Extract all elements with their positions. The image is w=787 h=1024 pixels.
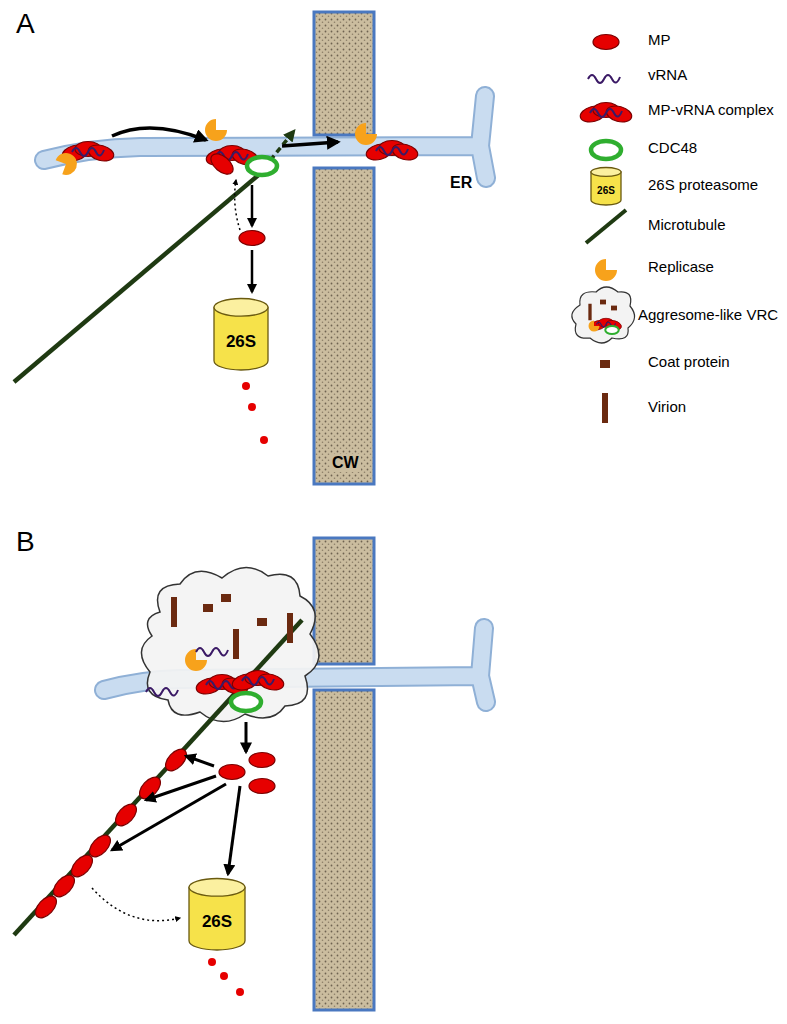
cell-wall <box>314 690 374 1010</box>
degradation-dots <box>208 958 244 996</box>
mp-vrna-complex <box>207 150 237 178</box>
free-mp <box>219 753 275 794</box>
legend-icons <box>591 141 621 159</box>
er-tube <box>44 96 486 178</box>
cell-wall <box>314 168 374 484</box>
flow-arrows <box>112 784 226 850</box>
legend-icons <box>595 259 617 281</box>
mt-bound-mp <box>162 745 191 774</box>
legend-icons <box>605 326 619 334</box>
er-tube <box>44 96 486 178</box>
flow-arrows <box>92 722 246 921</box>
proteasome-label: 26S <box>213 332 269 352</box>
mt-bound-mp <box>86 831 115 860</box>
vrc-contents <box>196 648 228 656</box>
flow-arrows <box>112 128 206 140</box>
legend-icons <box>600 360 610 368</box>
legend-text: Microtubule <box>648 216 726 233</box>
cell-wall <box>314 538 374 664</box>
cell-wall <box>314 538 374 1010</box>
mt-bound-mp <box>32 745 191 921</box>
vrc-contents <box>257 618 267 626</box>
flow-arrows <box>92 888 180 921</box>
mp-vrna-complex <box>355 123 377 145</box>
er-label: ER <box>450 174 472 192</box>
proteasome-cylinder: 26S <box>590 167 622 205</box>
legend-text: 26S proteasome <box>648 176 758 193</box>
legend-icons <box>586 210 626 243</box>
vrc-contents <box>231 671 286 693</box>
flow-arrows <box>251 185 254 226</box>
degradation-dots <box>260 436 268 444</box>
degradation-dots <box>248 403 256 411</box>
proteasome-shape <box>214 299 268 317</box>
proteasome-label: 26S <box>590 185 622 196</box>
degradation-dots <box>220 972 228 980</box>
vrc-contents <box>146 594 293 711</box>
mp-vrna-complex <box>52 150 80 178</box>
legend-icons <box>611 306 617 311</box>
free-mp <box>219 765 245 780</box>
legend-text: Virion <box>648 398 686 415</box>
flow-arrows <box>228 786 240 874</box>
legend-icons <box>602 393 608 423</box>
proteasome-shape <box>591 168 621 177</box>
legend-text: Coat protein <box>648 353 730 370</box>
panel-letter: B <box>16 526 35 558</box>
vrc-contents <box>203 604 213 612</box>
legend-icons <box>600 300 606 305</box>
legend-icons <box>572 35 635 424</box>
mp-vrna-complex <box>247 157 277 175</box>
flow-arrows <box>245 722 248 752</box>
legend-text: Aggresome-like VRC <box>638 306 778 323</box>
cell-wall <box>314 12 374 484</box>
legend-text: CDC48 <box>648 139 697 156</box>
mp-vrna-complex <box>52 119 420 178</box>
mt-bound-mp <box>112 800 141 829</box>
proteasome-cylinder: 26S <box>188 878 246 950</box>
mp-vrna-complex <box>205 119 227 141</box>
microtubule <box>14 620 302 935</box>
legend-icons <box>589 321 600 332</box>
flow-arrows <box>186 756 214 766</box>
degradation-dots <box>242 382 268 444</box>
vrc-contents <box>231 693 261 711</box>
free-mp <box>249 753 275 768</box>
vrc-contents <box>221 594 231 602</box>
legend-icons <box>572 287 635 343</box>
microtubule <box>14 131 294 382</box>
flow-arrows <box>235 180 240 230</box>
legend-text: MP-vRNA complex <box>648 101 774 118</box>
free-mp <box>239 231 265 246</box>
flow-arrows <box>112 128 338 292</box>
vrc-contents <box>233 629 239 659</box>
cw-label: CW <box>330 454 361 472</box>
flow-arrows <box>251 250 254 292</box>
vrc-contents <box>287 613 293 643</box>
legend-icons <box>593 35 619 50</box>
degradation-dots <box>208 958 216 966</box>
proteasome-cylinder: 26S <box>213 298 269 370</box>
free-mp <box>249 779 275 794</box>
vrc-contents <box>146 688 178 696</box>
legend-text: vRNA <box>648 66 687 83</box>
legend-icons <box>579 103 634 125</box>
er-tube <box>44 96 486 178</box>
aggresome-cloud <box>141 567 318 721</box>
legend-icons <box>588 75 620 83</box>
flow-arrows <box>282 142 338 146</box>
mp-vrna-complex <box>365 141 420 163</box>
legend-icons <box>588 304 591 321</box>
cell-wall <box>314 12 374 135</box>
proteasome-label: 26S <box>188 912 246 932</box>
degradation-dots <box>242 382 250 390</box>
proteasome-shape <box>189 879 245 897</box>
legend-text: Replicase <box>648 258 714 275</box>
degradation-dots <box>236 988 244 996</box>
panel-letter: A <box>16 8 35 40</box>
vrc-contents <box>171 597 177 627</box>
legend-text: MP <box>648 31 671 48</box>
